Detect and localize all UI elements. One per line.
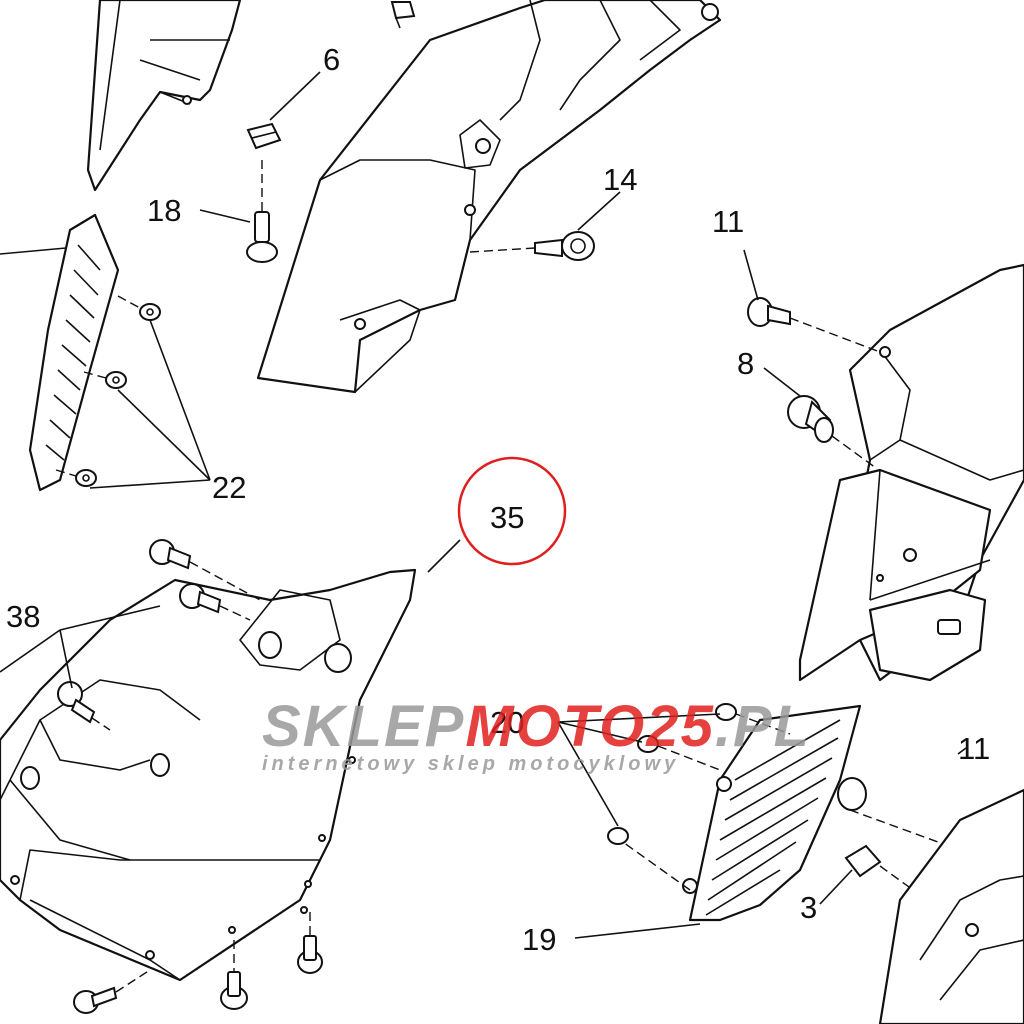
upper-left-panel <box>86 0 242 192</box>
watermark-pl: .PL <box>715 694 811 759</box>
watermark-moto: MOTO <box>465 694 646 759</box>
clip-nut-6-top <box>390 0 416 29</box>
watermark-25: 25 <box>645 694 715 759</box>
lower-right-panel <box>878 788 1024 1024</box>
screw-18 <box>246 160 278 263</box>
callout-35: 35 <box>490 500 524 535</box>
right-grille-19 <box>619 704 961 922</box>
watermark-sklep: SKLEP <box>262 694 465 759</box>
left-grille-panel <box>28 213 120 492</box>
grommet-8 <box>787 395 877 469</box>
watermark: SKLEPMOTO25.PL internetowy sklep motocyk… <box>262 694 811 775</box>
callout-6: 6 <box>323 42 340 77</box>
callout-11-upper: 11 <box>712 204 744 239</box>
screw-11-upper <box>747 297 881 353</box>
svg-text:SKLEPMOTO25.PL: SKLEPMOTO25.PL <box>262 694 811 759</box>
callout-3: 3 <box>800 890 817 925</box>
highlight-ring <box>457 456 567 566</box>
washers-22 <box>55 295 161 487</box>
callout-labels: 6 18 14 11 8 22 35 38 20 11 3 19 <box>6 42 990 957</box>
callout-8: 8 <box>737 346 754 381</box>
callout-22: 22 <box>212 470 246 505</box>
lower-front-cowl-35 <box>0 568 417 982</box>
leader-lines <box>0 71 967 939</box>
washers-20 <box>607 703 791 845</box>
callout-19: 19 <box>522 922 556 957</box>
clip-nut-6 <box>246 122 282 150</box>
bolts-38 <box>57 539 261 731</box>
bolt-14 <box>469 231 595 261</box>
callout-18: 18 <box>147 193 181 228</box>
callout-11-lower: 11 <box>958 731 990 766</box>
upper-center-cowl <box>256 0 722 394</box>
right-side-panel <box>798 263 1024 682</box>
callout-14: 14 <box>603 162 637 197</box>
callout-20: 20 <box>490 705 524 740</box>
callout-38: 38 <box>6 599 40 634</box>
watermark-tagline: internetowy sklep motocyklowy <box>262 753 679 775</box>
bottom-screws <box>73 912 323 1014</box>
